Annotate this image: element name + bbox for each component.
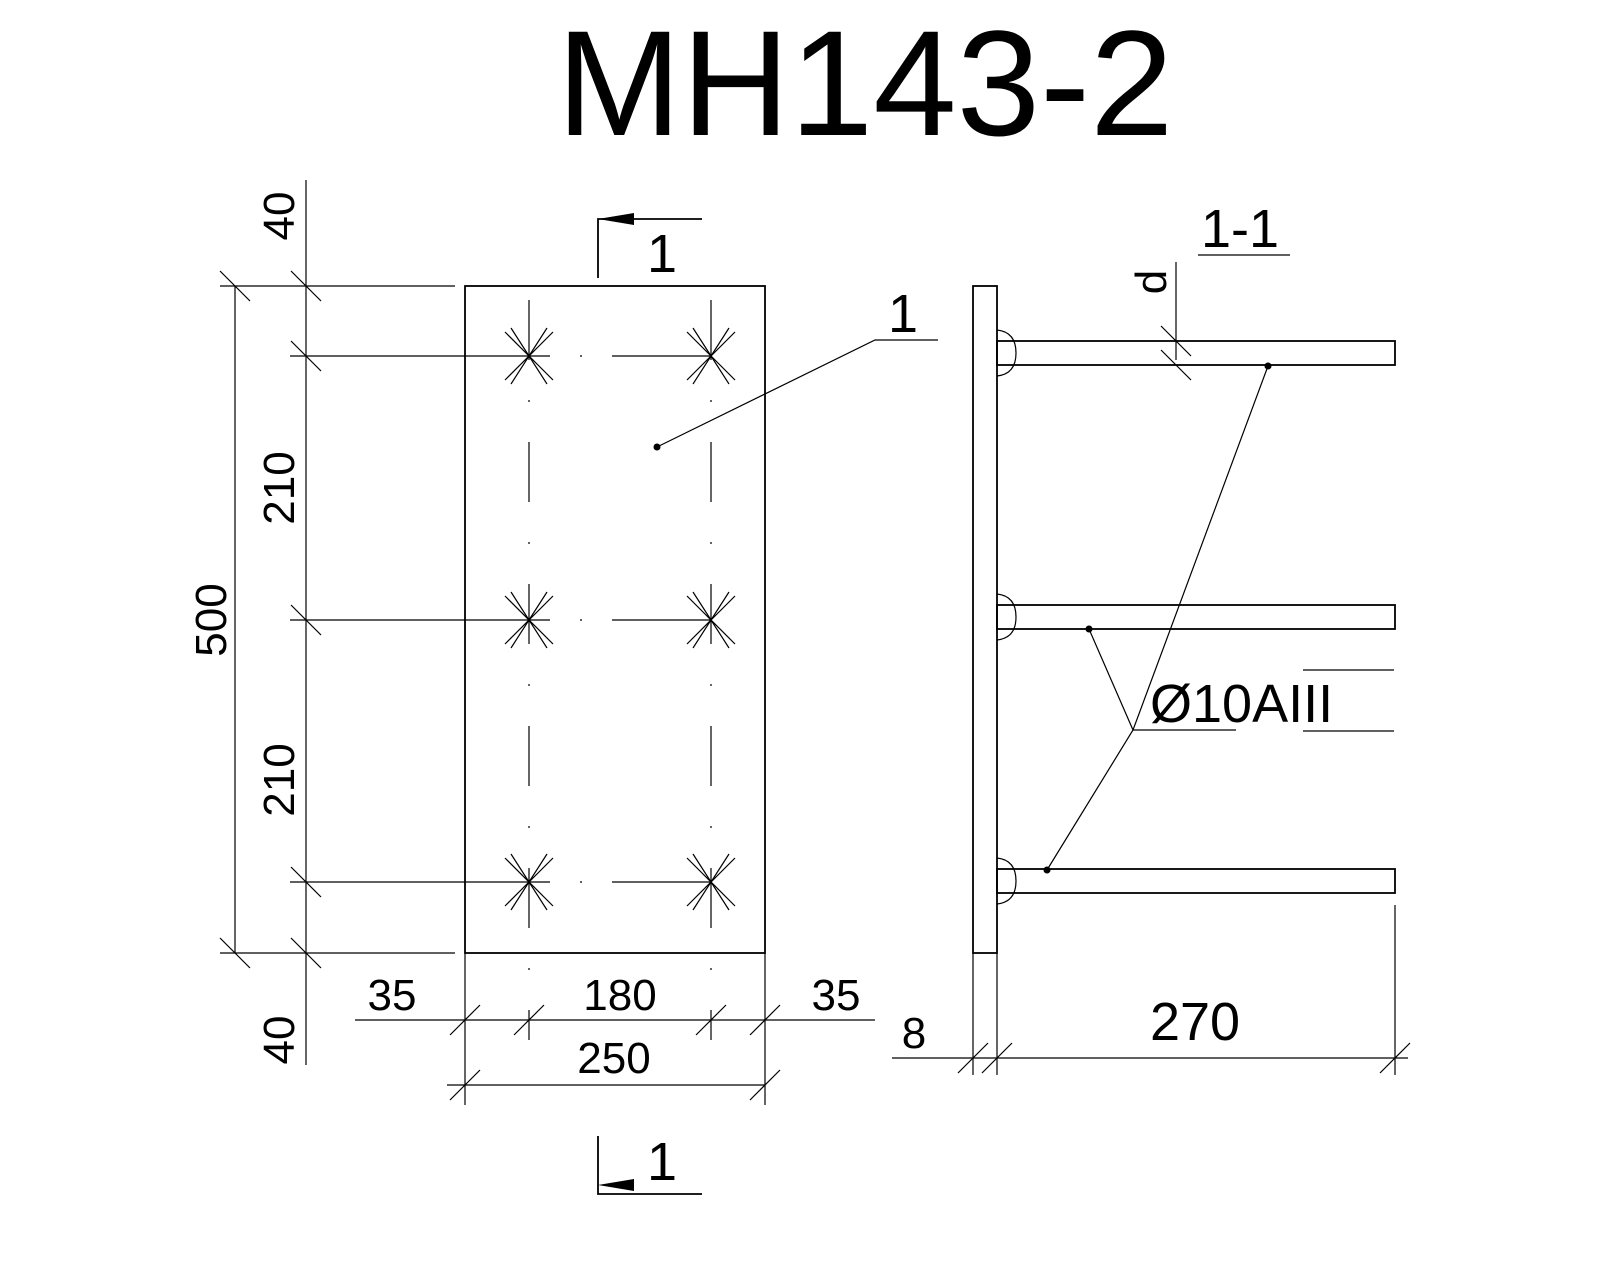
weld-markers <box>504 327 736 911</box>
anchor-bar <box>996 340 1396 366</box>
section-mark-top: 1 <box>597 213 702 284</box>
plate-front-view: 1 <box>290 284 938 1040</box>
dim-mid-180: 180 <box>583 971 656 1020</box>
part-leader <box>656 339 938 448</box>
weld-marker <box>504 853 554 911</box>
dim-top-40: 40 <box>255 192 304 241</box>
plate-section <box>972 285 998 954</box>
rebar-leader <box>1088 628 1236 731</box>
section-mark-bottom: 1 <box>597 1132 702 1195</box>
weld-marker <box>686 853 736 911</box>
part-number-label: 1 <box>888 284 918 344</box>
svg-text:1: 1 <box>647 1132 677 1192</box>
weld-marker <box>686 591 736 649</box>
section-dimension-lines <box>892 905 1411 1075</box>
vertical-dimension-lines <box>219 180 455 1065</box>
dim-left-35: 35 <box>368 971 417 1020</box>
weld-bead <box>996 593 1017 641</box>
dim-bottom-40: 40 <box>255 1016 304 1065</box>
d-dimension-tick <box>1160 325 1192 357</box>
anchor-bar <box>996 604 1396 630</box>
horizontal-dimension-lines <box>355 953 875 1105</box>
weld-bead <box>996 857 1017 905</box>
d-dimension-tick <box>1160 349 1192 381</box>
dim-spacing-210-top: 210 <box>255 451 304 524</box>
rebar-leader <box>1046 365 1269 871</box>
weld-marker <box>686 327 736 385</box>
weld-marker <box>504 327 554 385</box>
svg-text:1: 1 <box>647 224 677 284</box>
dim-spacing-210-bottom: 210 <box>255 743 304 816</box>
dim-width-250: 250 <box>577 1034 650 1083</box>
dim-plate-8: 8 <box>902 1009 926 1058</box>
section-label: 1-1 <box>1201 199 1279 259</box>
anchor-bar <box>996 868 1396 894</box>
d-label: d <box>1127 270 1176 294</box>
section-view: 1-1 d Ø10AIII <box>892 199 1411 1075</box>
dim-right-35: 35 <box>812 971 861 1020</box>
weld-bead <box>996 329 1017 377</box>
dim-height-500: 500 <box>187 583 236 656</box>
rebar-label: Ø10AIII <box>1150 674 1333 734</box>
weld-marker <box>504 591 554 649</box>
dim-length-270: 270 <box>1150 992 1240 1052</box>
drawing-title: MH143-2 <box>557 0 1174 167</box>
